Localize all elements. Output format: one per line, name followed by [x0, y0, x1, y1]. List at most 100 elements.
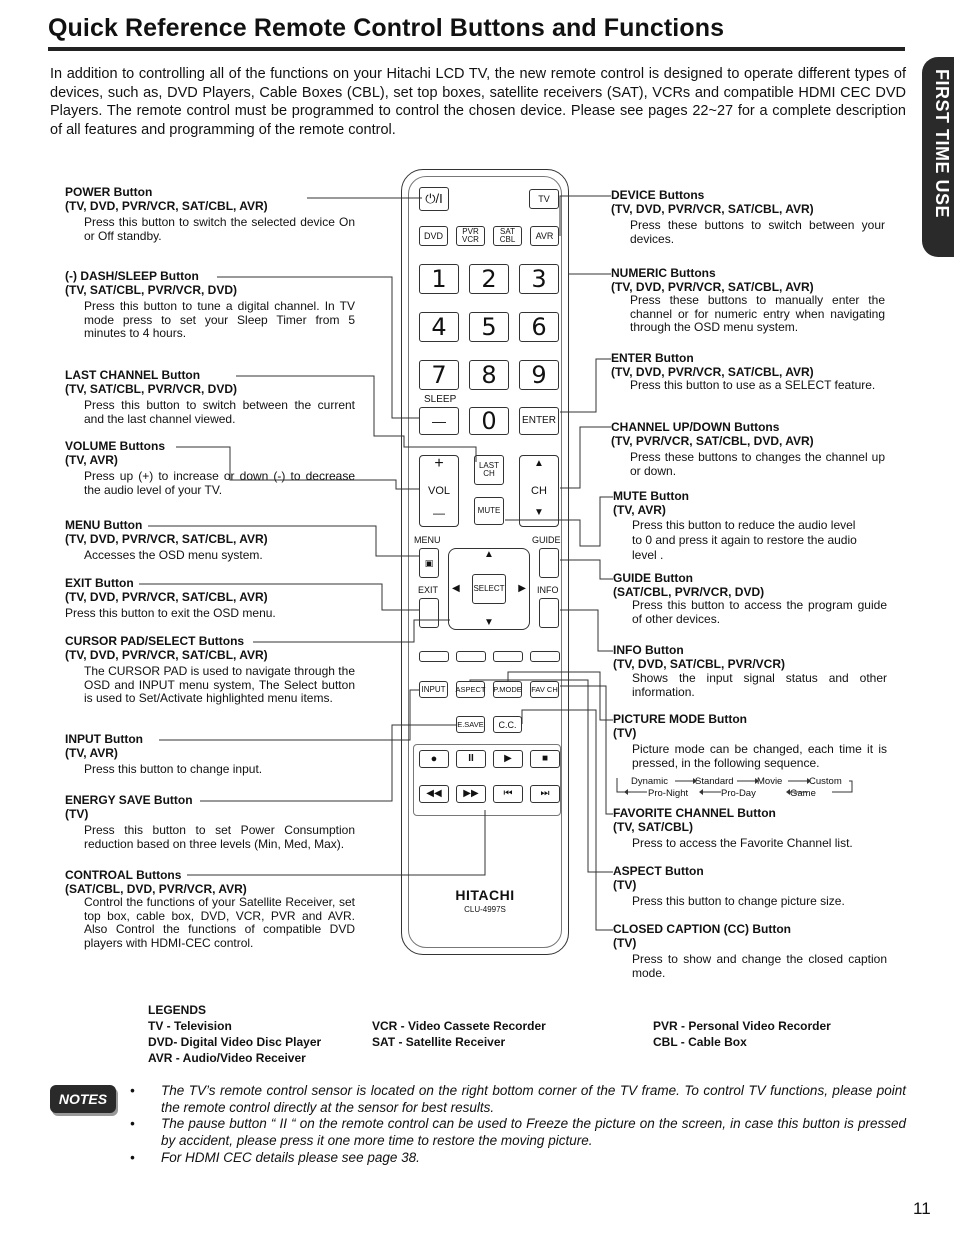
- info-text: INFO: [537, 585, 559, 595]
- enter-button[interactable]: ENTER: [519, 407, 559, 435]
- last-channel-button[interactable]: LAST CH: [474, 455, 504, 485]
- info-button[interactable]: [539, 598, 559, 628]
- closed-caption-button[interactable]: C.C.: [493, 716, 522, 733]
- vol-minus-label: —: [433, 506, 445, 520]
- cursor-up-icon[interactable]: ▲: [484, 549, 494, 560]
- label-enter: ENTER Button(TV, DVD, PVR/VCR, SAT/CBL, …: [611, 351, 876, 392]
- ch-label: CH: [531, 485, 547, 497]
- color-button-2[interactable]: [456, 651, 486, 662]
- dash-sleep-button[interactable]: —: [419, 407, 459, 435]
- color-button-3[interactable]: [493, 651, 523, 662]
- stop-button[interactable]: ■: [530, 750, 560, 768]
- power-button[interactable]: ⏻/I: [419, 187, 449, 211]
- fast-forward-button[interactable]: ▶▶: [456, 785, 486, 803]
- number-1-button[interactable]: 1: [419, 264, 459, 294]
- menu-text: MENU: [414, 535, 441, 545]
- menu-button[interactable]: ▣: [419, 548, 439, 578]
- fast-forward-icon: ▶▶: [463, 788, 479, 799]
- pause-icon: II: [468, 753, 474, 764]
- legend-col-2: VCR - Video Cassete Recorder SAT - Satel…: [372, 1019, 546, 1049]
- note-bullet: •: [130, 1116, 135, 1131]
- label-input: INPUT Button(TV, AVR) Press this button …: [65, 732, 263, 776]
- picture-mode-button[interactable]: P.MODE: [493, 681, 522, 698]
- mute-button[interactable]: MUTE: [474, 497, 504, 525]
- model-number: CLU-4997S: [464, 905, 506, 914]
- guide-text: GUIDE: [532, 535, 561, 545]
- legend-col-3: PVR - Personal Video Recorder CBL - Cabl…: [653, 1019, 831, 1049]
- number-9-button[interactable]: 9: [519, 360, 559, 390]
- label-power: POWER Button(TV, DVD, PVR/VCR, SAT/CBL, …: [65, 185, 355, 243]
- note-item: For HDMI CEC details please see page 38.: [161, 1150, 420, 1165]
- dvd-button[interactable]: DVD: [419, 226, 448, 246]
- color-button-4[interactable]: [530, 651, 560, 662]
- record-icon: ●: [430, 753, 438, 765]
- skip-back-button[interactable]: ⏮: [493, 785, 523, 803]
- select-button[interactable]: SELECT: [472, 574, 506, 604]
- tv-button[interactable]: TV: [529, 189, 559, 209]
- number-4-button[interactable]: 4: [419, 312, 459, 342]
- label-numeric: NUMERIC Buttons(TV, DVD, PVR/VCR, SAT/CB…: [611, 266, 885, 334]
- pause-button[interactable]: II: [456, 750, 486, 768]
- exit-text: EXIT: [418, 585, 439, 595]
- brand-logo: HITACHI: [455, 887, 515, 903]
- vol-label: VOL: [427, 485, 450, 497]
- rewind-button[interactable]: ◀◀: [419, 785, 449, 803]
- number-7-button[interactable]: 7: [419, 360, 459, 390]
- ch-down-icon: ▼: [534, 507, 544, 518]
- channel-rocker[interactable]: ▲ CH ▼: [519, 455, 559, 527]
- number-6-button[interactable]: 6: [519, 312, 559, 342]
- vol-plus-label: +: [434, 455, 444, 472]
- cursor-left-icon[interactable]: ◀: [452, 583, 460, 594]
- intro-paragraph: In addition to controlling all of the fu…: [50, 66, 906, 138]
- skip-forward-icon: ⏭: [540, 788, 550, 799]
- avr-button[interactable]: AVR: [530, 226, 559, 246]
- volume-rocker[interactable]: + VOL —: [419, 455, 459, 527]
- favorite-channel-button[interactable]: FAV CH: [530, 681, 559, 698]
- aspect-button[interactable]: ASPECT: [456, 681, 486, 698]
- note-item: The pause button “ II “ on the remote co…: [161, 1116, 906, 1148]
- energy-save-button[interactable]: E.SAVE: [456, 716, 485, 733]
- label-picture-mode: PICTURE MODE Button(TV) Picture mode can…: [613, 712, 887, 770]
- label-last-channel: LAST CHANNEL Button(TV, SAT/CBL, PVR/VCR…: [65, 368, 355, 426]
- label-exit: EXIT Button(TV, DVD, PVR/VCR, SAT/CBL, A…: [65, 576, 276, 620]
- number-5-button[interactable]: 5: [469, 312, 509, 342]
- rewind-icon: ◀◀: [426, 788, 442, 799]
- label-energy-save: ENERGY SAVE Button(TV) Press this button…: [65, 793, 355, 851]
- label-control-buttons: CONTROAL Buttons(SAT/CBL, DVD, PVR/VCR, …: [65, 868, 355, 950]
- label-info: INFO Button(TV, DVD, SAT/CBL, PVR/VCR) S…: [613, 643, 887, 699]
- legend-col-1: TV - Television DVD- Digital Video Disc …: [148, 1019, 322, 1065]
- exit-button[interactable]: [419, 598, 439, 628]
- legends-heading: LEGENDS: [148, 1003, 207, 1017]
- cursor-right-icon[interactable]: ▶: [518, 583, 526, 594]
- sat-cbl-button[interactable]: SAT CBL: [493, 226, 522, 246]
- page-number: 11: [913, 1199, 931, 1218]
- stop-icon: ■: [541, 753, 549, 764]
- label-dash-sleep: (-) DASH/SLEEP Button(TV, SAT/CBL, PVR/V…: [65, 269, 355, 340]
- number-8-button[interactable]: 8: [469, 360, 509, 390]
- pvr-vcr-button[interactable]: PVR VCR: [456, 226, 485, 246]
- play-button[interactable]: ▶: [493, 750, 523, 768]
- skip-back-icon: ⏮: [503, 788, 513, 799]
- label-menu: MENU Button(TV, DVD, PVR/VCR, SAT/CBL, A…: [65, 518, 268, 562]
- title-rule: [48, 47, 905, 51]
- cursor-down-icon[interactable]: ▼: [484, 617, 494, 628]
- record-button[interactable]: ●: [419, 750, 449, 768]
- note-item: The TV’s remote control sensor is locate…: [161, 1083, 906, 1115]
- label-channel: CHANNEL UP/DOWN Buttons(TV, PVR/VCR, SAT…: [611, 420, 885, 478]
- label-aspect: ASPECT Button(TV) Press this button to c…: [613, 864, 845, 908]
- color-button-1[interactable]: [419, 651, 449, 662]
- skip-forward-button[interactable]: ⏭: [530, 785, 560, 803]
- label-volume: VOLUME Buttons(TV, AVR) Press up (+) to …: [65, 439, 355, 497]
- section-tab: FIRST TIME USE: [922, 57, 954, 257]
- label-mute: MUTE Button(TV, AVR) Press this button t…: [613, 489, 857, 562]
- guide-button[interactable]: [539, 548, 559, 578]
- play-icon: ▶: [504, 753, 512, 764]
- number-0-button[interactable]: 0: [469, 407, 509, 435]
- ch-up-icon: ▲: [534, 458, 544, 469]
- cursor-pad[interactable]: ▲ ▼ ◀ ▶: [448, 548, 530, 630]
- section-tab-label: FIRST TIME USE: [932, 69, 952, 219]
- number-2-button[interactable]: 2: [469, 264, 509, 294]
- page-title: Quick Reference Remote Control Buttons a…: [48, 14, 725, 42]
- input-button[interactable]: INPUT: [419, 681, 448, 698]
- number-3-button[interactable]: 3: [519, 264, 559, 294]
